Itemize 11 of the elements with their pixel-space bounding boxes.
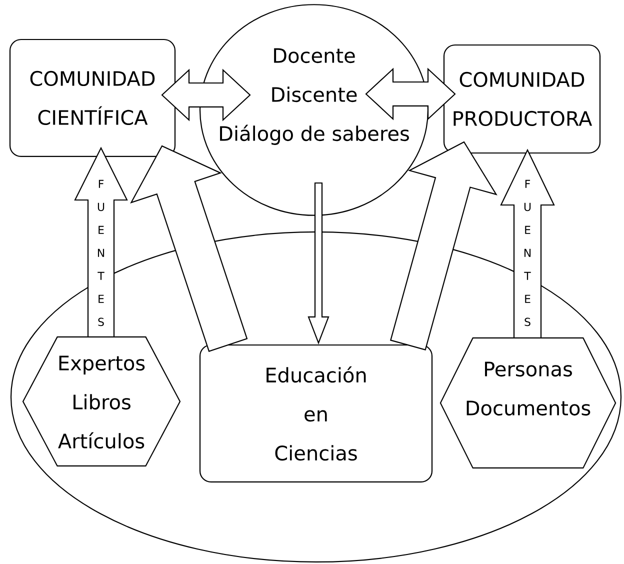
block-arrow	[130, 145, 248, 352]
hexagon: Personas Documentos	[440, 337, 616, 469]
edge-label: FUENTES	[96, 179, 106, 327]
rounded-box: Educación en Ciencias	[199, 344, 433, 483]
hexagon: Expertos Libros Artículos	[22, 336, 181, 467]
rounded-box: COMUNIDAD PRODUCTORA	[443, 44, 601, 154]
double-arrow	[161, 68, 251, 122]
block-arrow	[308, 182, 330, 345]
rounded-box: COMUNIDAD CIENTÍFICA	[9, 38, 176, 158]
edge-label: FUENTES	[522, 179, 532, 327]
double-arrow	[365, 68, 456, 120]
